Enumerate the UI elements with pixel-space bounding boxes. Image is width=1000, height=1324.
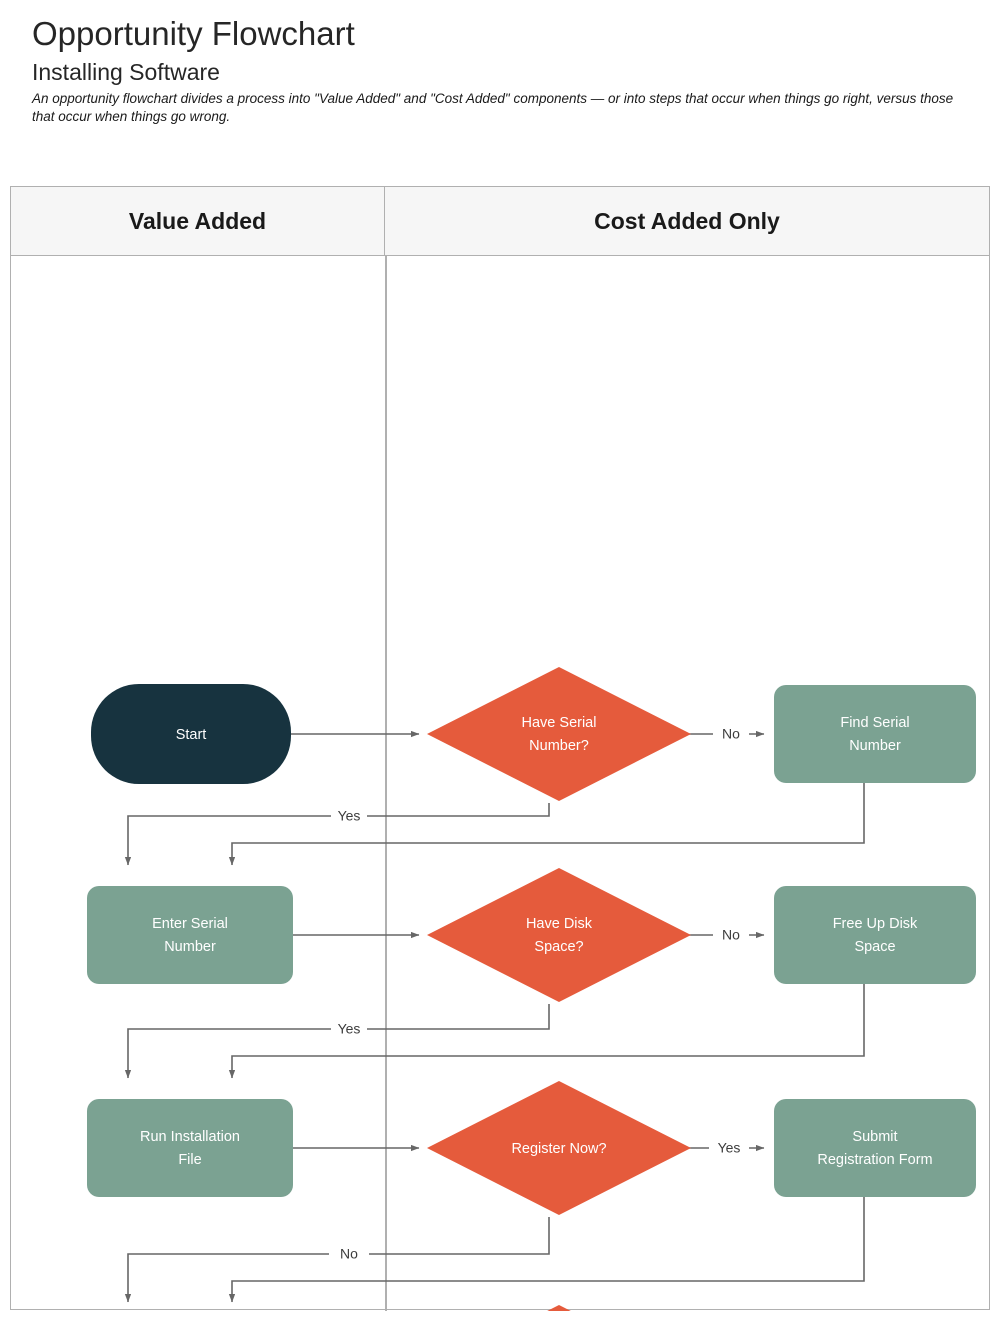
edge-label-yes-disk: Yes xyxy=(338,1021,361,1037)
node-run-installation-file-label-line2: File xyxy=(178,1152,201,1168)
edge-label-no-register: No xyxy=(340,1246,358,1262)
node-have-disk-space-label-line2: Space? xyxy=(534,939,583,955)
flowchart-edges xyxy=(128,734,865,1311)
edge-have-disk-yes-to-run-install xyxy=(128,1004,550,1078)
node-enter-serial-number[interactable]: Enter Serial Number xyxy=(87,886,293,984)
node-run-installation-file-label-line1: Run Installation xyxy=(140,1129,240,1145)
flowchart-canvas: Start Have Serial Number? Find Serial Nu… xyxy=(87,667,976,1311)
node-restart-needed-shape[interactable] xyxy=(427,1305,691,1311)
page-description: An opportunity flowchart divides a proce… xyxy=(32,91,954,124)
node-have-serial-number-label-line1: Have Serial xyxy=(522,715,597,731)
node-enter-serial-number-shape[interactable] xyxy=(87,886,293,984)
document-header: Opportunity Flowchart Installing Softwar… xyxy=(32,14,972,126)
node-submit-registration-form-label-line1: Submit xyxy=(852,1129,897,1145)
node-register-now-label: Register Now? xyxy=(511,1141,606,1157)
edge-register-no-to-finish xyxy=(128,1217,550,1302)
edge-submit-to-finish xyxy=(228,1187,865,1303)
node-enter-serial-number-label-line1: Enter Serial xyxy=(152,916,228,932)
node-free-up-disk-space-label-line2: Space xyxy=(854,939,895,955)
edge-label-yes-register: Yes xyxy=(718,1140,741,1156)
edge-find-serial-to-enter-serial xyxy=(228,773,865,866)
flowchart-nodes: Start Have Serial Number? Find Serial Nu… xyxy=(87,667,976,1311)
node-run-installation-file-shape[interactable] xyxy=(87,1099,293,1197)
edge-label-yes-serial: Yes xyxy=(338,808,361,824)
column-header-value-added: Value Added xyxy=(11,187,385,255)
node-register-now[interactable]: Register Now? xyxy=(427,1081,691,1215)
node-run-installation-file[interactable]: Run Installation File xyxy=(87,1099,293,1197)
node-find-serial-number-label-line2: Number xyxy=(849,738,901,754)
node-find-serial-number-shape[interactable] xyxy=(774,685,976,783)
node-free-up-disk-space-shape[interactable] xyxy=(774,886,976,984)
swimlane-divider xyxy=(385,256,387,1311)
node-enter-serial-number-label-line2: Number xyxy=(164,939,216,955)
node-submit-registration-form-label-line2: Registration Form xyxy=(817,1152,932,1168)
edge-label-no-disk: No xyxy=(722,927,740,943)
edge-free-disk-to-run-install xyxy=(228,974,865,1079)
edge-have-serial-yes-to-enter-serial xyxy=(128,803,550,865)
node-have-disk-space-label-line1: Have Disk xyxy=(526,916,593,932)
node-find-serial-number-label-line1: Find Serial xyxy=(840,715,909,731)
flowchart-edge-labels: No Yes No Yes Yes No Yes No xyxy=(338,726,741,1262)
node-submit-registration-form-shape[interactable] xyxy=(774,1099,976,1197)
node-start[interactable]: Start xyxy=(91,684,291,784)
node-have-serial-number[interactable]: Have Serial Number? xyxy=(427,667,691,801)
node-start-label: Start xyxy=(176,727,207,743)
node-restart-needed[interactable]: Restart Needed? xyxy=(427,1305,691,1311)
edge-label-no-serial: No xyxy=(722,726,740,742)
flowchart-table: Value Added Cost Added Only xyxy=(10,186,990,1311)
node-free-up-disk-space[interactable]: Free Up Disk Space xyxy=(774,886,976,984)
node-submit-registration-form[interactable]: Submit Registration Form xyxy=(774,1099,976,1197)
node-have-serial-number-shape[interactable] xyxy=(427,667,691,801)
node-have-disk-space-shape[interactable] xyxy=(427,868,691,1002)
node-have-disk-space[interactable]: Have Disk Space? xyxy=(427,868,691,1002)
swimlane-header-row: Value Added Cost Added Only xyxy=(11,187,989,256)
node-have-serial-number-label-line2: Number? xyxy=(529,738,589,754)
page-title: Opportunity Flowchart xyxy=(32,15,355,52)
node-free-up-disk-space-label-line1: Free Up Disk xyxy=(833,916,918,932)
column-header-cost-added-only: Cost Added Only xyxy=(594,207,780,234)
node-find-serial-number[interactable]: Find Serial Number xyxy=(774,685,976,783)
node-start-shape[interactable] xyxy=(91,684,291,784)
node-register-now-shape[interactable] xyxy=(427,1081,691,1215)
page-subtitle: Installing Software xyxy=(32,59,220,85)
